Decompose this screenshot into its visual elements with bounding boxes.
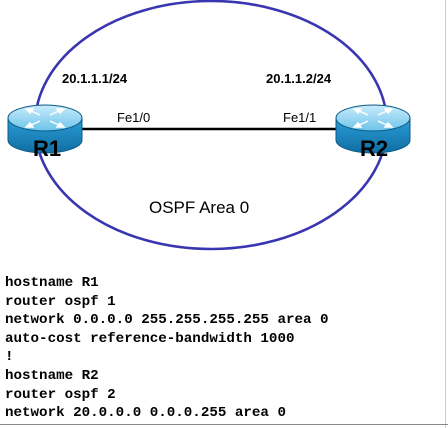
r1-interface-label: Fe1/0 (117, 110, 150, 125)
config-line: network 0.0.0.0 255.255.255.255 area 0 (5, 312, 329, 329)
right-border (445, 0, 446, 428)
config-line: hostname R1 (5, 275, 99, 291)
r2-ip-label: 20.1.1.2/24 (266, 71, 332, 86)
r1-ip-label: 20.1.1.1/24 (62, 71, 128, 86)
config-line: router ospf 1 (5, 293, 116, 310)
config-line: network 20.0.0.0 0.0.0.255 area 0 (5, 405, 286, 422)
config-line: hostname R2 (5, 367, 99, 384)
config-line: auto-cost reference-bandwidth 1000 (5, 330, 295, 347)
network-diagram: 20.1.1.1/24 20.1.1.2/24 Fe1/0 Fe1/1 R1 R… (7, 0, 411, 251)
ospf-area-label: OSPF Area 0 (149, 198, 249, 217)
r2-name: R2 (360, 136, 388, 161)
config-line: ! (5, 349, 14, 366)
r2-interface-label: Fe1/1 (283, 110, 316, 125)
router-config-listing: hostname R1 router ospf 1 network 0.0.0.… (5, 274, 445, 422)
r1-name: R1 (33, 136, 61, 161)
bottom-divider (0, 424, 448, 425)
config-line: router ospf 2 (5, 386, 116, 403)
